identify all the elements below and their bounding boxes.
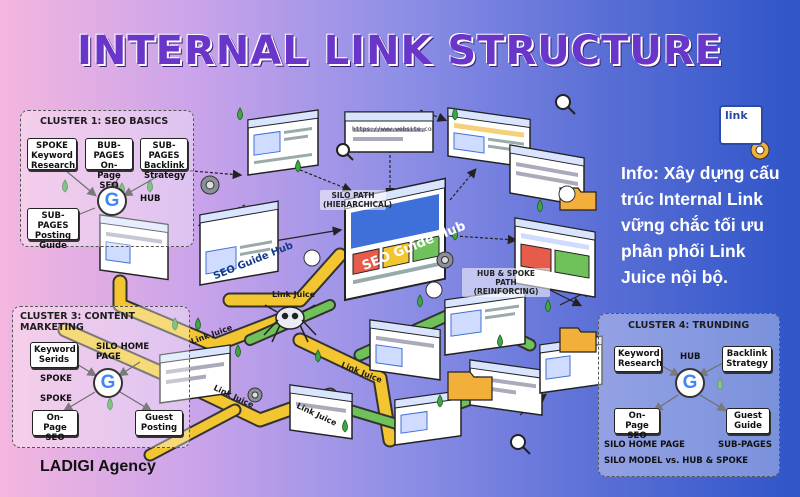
agency-name: LADIGI Agency <box>40 458 156 475</box>
gear-icons <box>200 140 770 403</box>
cluster-3-keyword-serids: Keyword Serids <box>30 342 78 368</box>
cluster-1-hub-label: HUB <box>140 194 161 204</box>
cluster-4-sub-pages-label: SUB-PAGES <box>718 440 772 450</box>
magnifier-icons <box>336 94 576 455</box>
cluster-4-hub-label: HUB <box>680 352 701 362</box>
link-chain-icon: link <box>719 105 763 145</box>
cluster-4-guest-guide: Guest Guide <box>726 408 770 434</box>
hub-spoke-path-label: HUB & SPOKE PATH (REINFORCING) <box>462 268 550 297</box>
link-icon-label: link <box>725 109 748 122</box>
cluster-4-onpage-seo: On-Page SEO <box>614 408 660 441</box>
cluster-1-sub-pages-posting-guide: SUB-PAGES Posting Guide <box>27 208 79 251</box>
cluster-4-silo-home-page: SILO HOME PAGE <box>604 440 685 450</box>
cluster-3-guest-posting: Guest Posting <box>135 410 183 436</box>
cluster-1-spoke-keyword-research: SPOKE Keyword Research <box>27 138 77 171</box>
hub-url-bar: https://www.website.com <box>352 126 432 133</box>
cluster-1-google-hub-icon: G <box>97 186 127 216</box>
cluster-1-sub-pages-backlink: SUB-PAGES Backlink Strategy <box>140 138 188 181</box>
link-juice-label-spider: Link Juice <box>272 290 316 299</box>
cluster-3-silo-home-page: SILO HOME PAGE <box>96 342 150 362</box>
cluster-4-footer-label: SILO MODEL vs. HUB & SPOKE <box>604 456 749 466</box>
cluster-1-bub-pages-onpage: BUB-PAGES On-Page SEO <box>85 138 133 191</box>
cluster-1-title: CLUSTER 1: SEO BASICS <box>40 116 169 127</box>
google-badges <box>303 185 576 299</box>
spider-bot-icon <box>263 304 317 343</box>
cluster-3-spoke-label-1: SPOKE <box>40 374 72 384</box>
info-text: Info: Xây dựng cấu trúc Internal Link vữ… <box>621 163 780 287</box>
page-title: INTERNAL LINK STRUCTURE <box>76 28 723 74</box>
cluster-3-google-hub-icon: G <box>93 368 123 398</box>
cluster-4-backlink-strategy: Backlink Strategy <box>722 346 772 372</box>
cluster-4-title: CLUSTER 4: TRUNDING <box>628 320 750 331</box>
cluster-3-spoke-label-2: SPOKE <box>40 394 72 404</box>
cluster-4-keyword-research: Keyword Research <box>614 346 662 372</box>
silo-path-label: SILO PATH (HIERARCHICAL) <box>320 190 392 210</box>
cluster-3-onpage-seo: On-Page SEO <box>32 410 78 443</box>
cluster-1-panel <box>20 110 194 247</box>
cluster-3-title: CLUSTER 3: CONTENT MARKETING <box>20 311 135 333</box>
cluster-4-google-hub-icon: G <box>675 368 705 398</box>
